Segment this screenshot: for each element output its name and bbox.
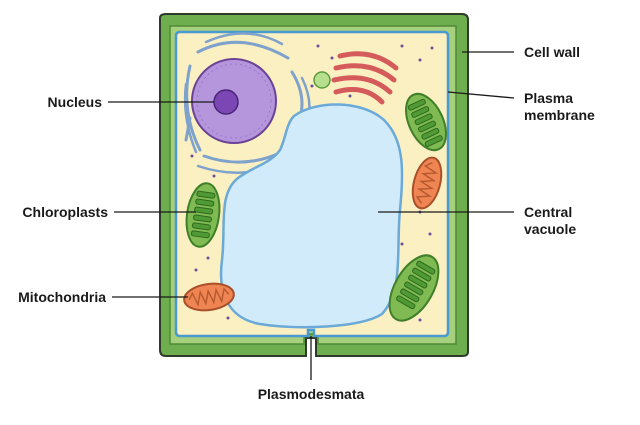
central-vacuole — [219, 103, 404, 329]
label-central-vacuole-line1: Central — [524, 204, 573, 220]
chloroplast-left — [185, 182, 221, 248]
vesicle — [313, 71, 331, 89]
leader-plasma-membrane — [447, 91, 515, 99]
chloroplast-top-right — [405, 92, 447, 152]
mitochondrion-right — [411, 156, 443, 210]
label-plasma-membrane-line2: membrane — [524, 107, 595, 123]
label-plasmodesmata: Plasmodesmata — [257, 386, 365, 402]
label-plasma-membrane-line1: Plasma — [524, 90, 574, 106]
label-plasma-membrane: Plasma membrane — [524, 90, 595, 124]
label-cell-wall: Cell wall — [524, 44, 581, 60]
nucleus — [191, 58, 277, 144]
label-mitochondria: Mitochondria — [18, 289, 106, 305]
leader-lines — [108, 51, 515, 380]
golgi-apparatus — [331, 51, 399, 105]
ribosomes — [188, 44, 434, 322]
label-central-vacuole-line2: vacuole — [524, 221, 577, 237]
mitochondrion-left — [183, 282, 235, 312]
label-chloroplasts: Chloroplasts — [22, 204, 108, 220]
label-nucleus: Nucleus — [47, 94, 102, 110]
chloroplast-bottom-right — [388, 254, 440, 322]
label-central-vacuole: Central vacuole — [524, 204, 576, 238]
